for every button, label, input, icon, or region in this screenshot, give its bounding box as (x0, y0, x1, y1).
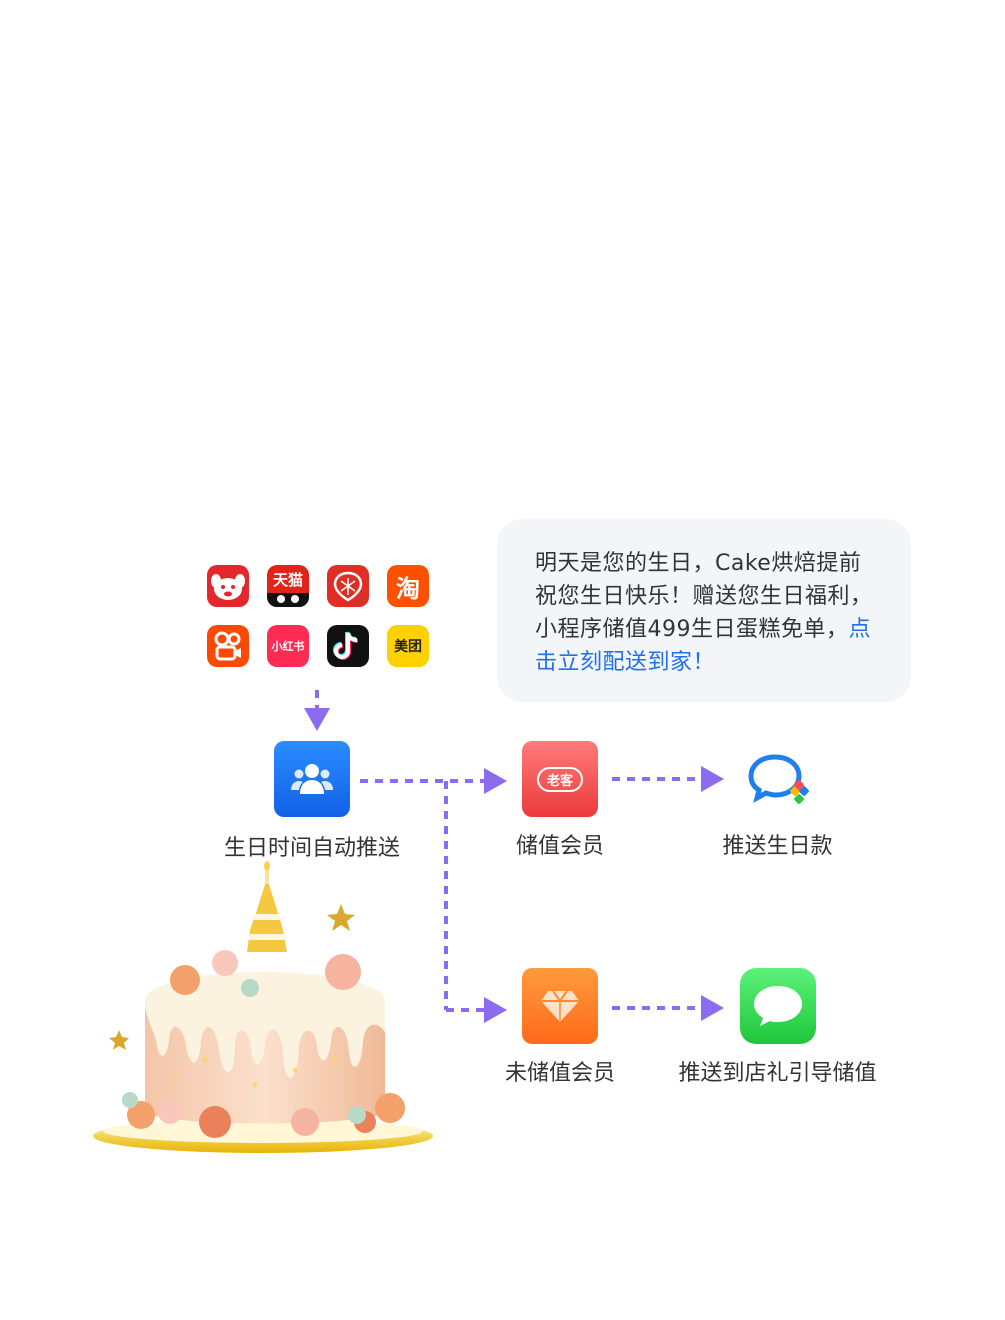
tmall-label: 天猫 (272, 571, 303, 589)
auto-push-icon (274, 741, 350, 817)
message-app-icon (740, 968, 816, 1044)
push-store-label: 推送到店礼引导储值 (678, 1061, 877, 1086)
douyin-app-icon (327, 625, 369, 667)
taobao-app-icon: 淘 (387, 565, 429, 607)
arrowhead-down (304, 708, 330, 731)
birthday-cake-illustration (93, 861, 433, 1153)
wecom-icon (740, 741, 816, 817)
arrowhead-nonstored (484, 997, 507, 1023)
non-stored-member-icon (522, 968, 598, 1044)
arrowhead-stored (484, 768, 507, 794)
push-gift-label: 推送生日款 (722, 834, 833, 859)
stored-member-label: 储值会员 (515, 834, 604, 859)
message-bubble: 明天是您的生日，Cake烘焙提前祝您生日快乐！赠送您生日福利，小程序储值499生… (497, 519, 911, 702)
jd-app-icon (207, 565, 249, 607)
kuaishou-app-icon (207, 625, 249, 667)
auto-push-label: 生日时间自动推送 (223, 836, 400, 861)
stored-member-icon: 老客 (522, 741, 598, 817)
xiaohongshu-app-icon: 小红书 (267, 625, 309, 667)
stored-member-badge: 老客 (536, 766, 583, 792)
arrowhead-store (701, 995, 724, 1021)
arrowhead-gift (701, 766, 724, 792)
non-stored-member-label: 未储值会员 (504, 1061, 615, 1086)
pinduoduo-app-icon (327, 565, 369, 607)
message-text: 明天是您的生日，Cake烘焙提前祝您生日快乐！赠送您生日福利，小程序储值499生… (535, 551, 873, 642)
meituan-app-icon: 美团 (387, 625, 429, 667)
tmall-app-icon: 天猫 (267, 565, 309, 607)
delivery-link[interactable]: 点击立刻配送到家！ (535, 617, 872, 675)
